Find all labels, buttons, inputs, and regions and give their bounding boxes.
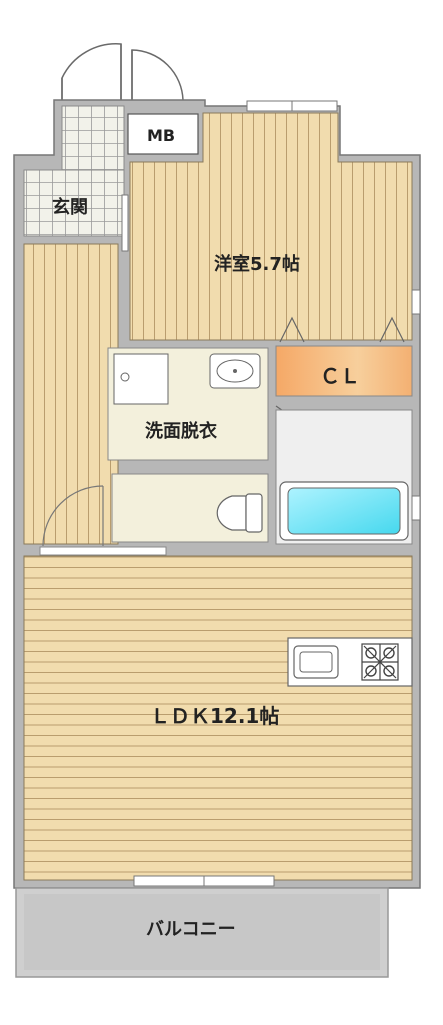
western-room-floor [129, 112, 413, 341]
mb-label: MB [147, 126, 175, 145]
closet-label: ＣＬ [320, 364, 360, 388]
ldk-floor [23, 555, 413, 881]
hallway-floor [23, 243, 119, 545]
genkan-tile [61, 105, 125, 177]
ldk-entry-frame [39, 546, 167, 556]
washer-pan [113, 353, 169, 405]
closet-door-marks [279, 316, 405, 343]
mb-box [127, 113, 199, 155]
genkan-label: 玄関 [52, 196, 88, 218]
closet [275, 345, 413, 397]
hall-door-swing [42, 485, 104, 547]
entrance-door [61, 43, 184, 103]
western-room-label: 洋室5.7帖 [214, 253, 300, 275]
side-window [411, 289, 421, 315]
bathtub-water [287, 487, 401, 535]
washroom-label: 洗面脱衣 [145, 420, 217, 442]
balcony [15, 887, 389, 978]
ldk-label: ＬＤＫ12.1帖 [150, 704, 279, 728]
balcony-label: バルコニー [146, 919, 236, 940]
toilet-icon [216, 495, 247, 531]
kitchen-sink [293, 645, 339, 679]
hall-door-frame [121, 194, 129, 252]
